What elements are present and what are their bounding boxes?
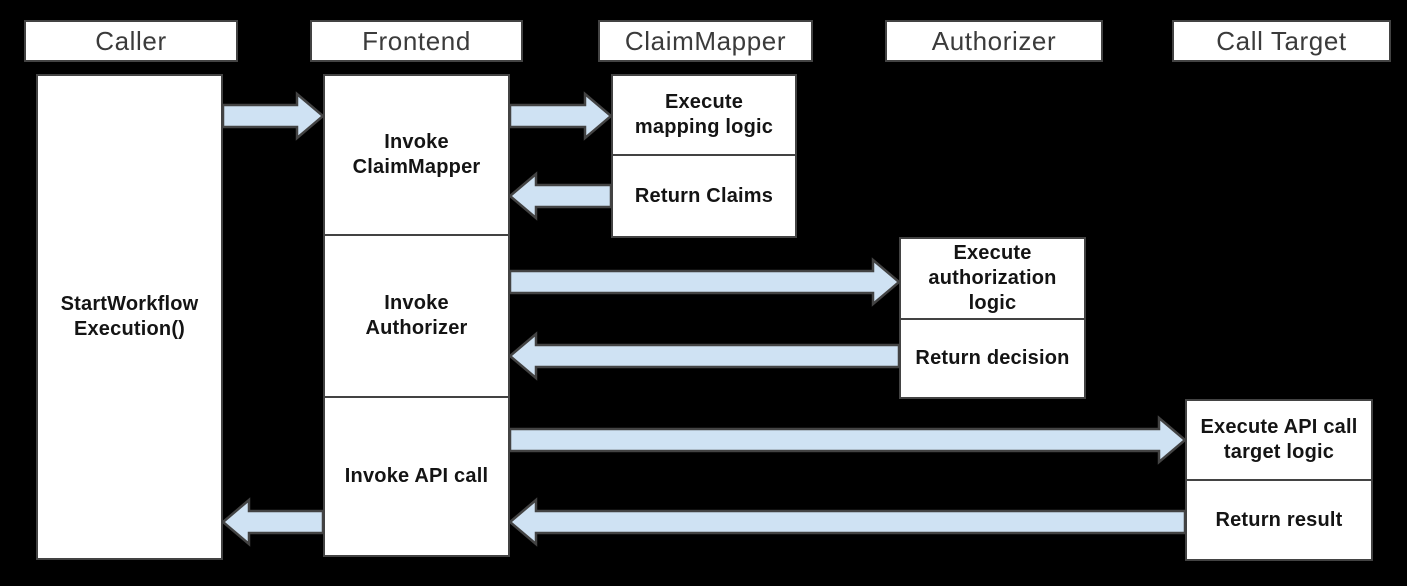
step-invoke-claimmapper-label: Invoke ClaimMapper (352, 131, 481, 178)
arrow-frontend-to-call-target (508, 415, 1187, 465)
step-return-decision-label: Return decision (915, 347, 1070, 369)
lane-header-authorizer: Authorizer (885, 20, 1103, 62)
step-invoke-api-call: Invoke API call (325, 396, 508, 555)
arrow-frontend-to-authorizer (508, 257, 901, 307)
lane-header-frontend: Frontend (310, 20, 523, 62)
step-return-claims: Return Claims (613, 154, 795, 236)
lane-header-caller: Caller (24, 20, 238, 62)
step-execute-api-call-target-logic: Execute API call target logic (1187, 401, 1371, 479)
lane-header-call-target-label: Call Target (1216, 25, 1347, 56)
lane-header-frontend-label: Frontend (362, 25, 471, 56)
arrow-frontend-to-claimmapper (508, 91, 613, 141)
lane-header-caller-label: Caller (95, 25, 167, 56)
activation-frontend: Invoke ClaimMapper Invoke Authorizer Inv… (323, 74, 510, 557)
arrow-frontend-to-caller (221, 497, 325, 547)
step-startworkflow-execution-label: StartWorkflow Execution() (60, 293, 199, 340)
step-invoke-authorizer: Invoke Authorizer (325, 234, 508, 396)
activation-claimmapper: Execute mapping logic Return Claims (611, 74, 797, 238)
step-return-result-label: Return result (1215, 508, 1343, 531)
step-return-result: Return result (1187, 479, 1371, 559)
step-invoke-api-call-label: Invoke API call (344, 465, 489, 487)
arrow-authorizer-to-frontend (508, 331, 901, 381)
step-startworkflow-execution: StartWorkflow Execution() (38, 76, 221, 558)
step-invoke-claimmapper: Invoke ClaimMapper (325, 76, 508, 234)
step-execute-api-call-target-logic-label: Execute API call target logic (1200, 416, 1358, 463)
lane-header-claimmapper-label: ClaimMapper (624, 25, 787, 56)
step-invoke-authorizer-label: Invoke Authorizer (365, 292, 468, 339)
step-return-claims-label: Return Claims (634, 184, 774, 207)
step-execute-mapping-logic-label: Execute mapping logic (634, 91, 774, 138)
lane-header-claimmapper: ClaimMapper (598, 20, 813, 62)
lane-header-call-target: Call Target (1172, 20, 1391, 62)
step-execute-mapping-logic: Execute mapping logic (613, 76, 795, 154)
arrow-caller-to-frontend (221, 91, 325, 141)
activation-authorizer: Execute authorization logic Return decis… (899, 237, 1086, 399)
arrow-call-target-to-frontend (508, 497, 1187, 547)
step-execute-authorization-logic: Execute authorization logic (901, 239, 1084, 318)
activation-call-target: Execute API call target logic Return res… (1185, 399, 1373, 561)
lane-header-authorizer-label: Authorizer (931, 25, 1057, 56)
arrow-claimmapper-to-frontend (508, 171, 613, 221)
step-return-decision: Return decision (901, 318, 1084, 397)
step-execute-authorization-logic-label: Execute authorization logic (928, 242, 1057, 314)
activation-caller: StartWorkflow Execution() (36, 74, 223, 560)
